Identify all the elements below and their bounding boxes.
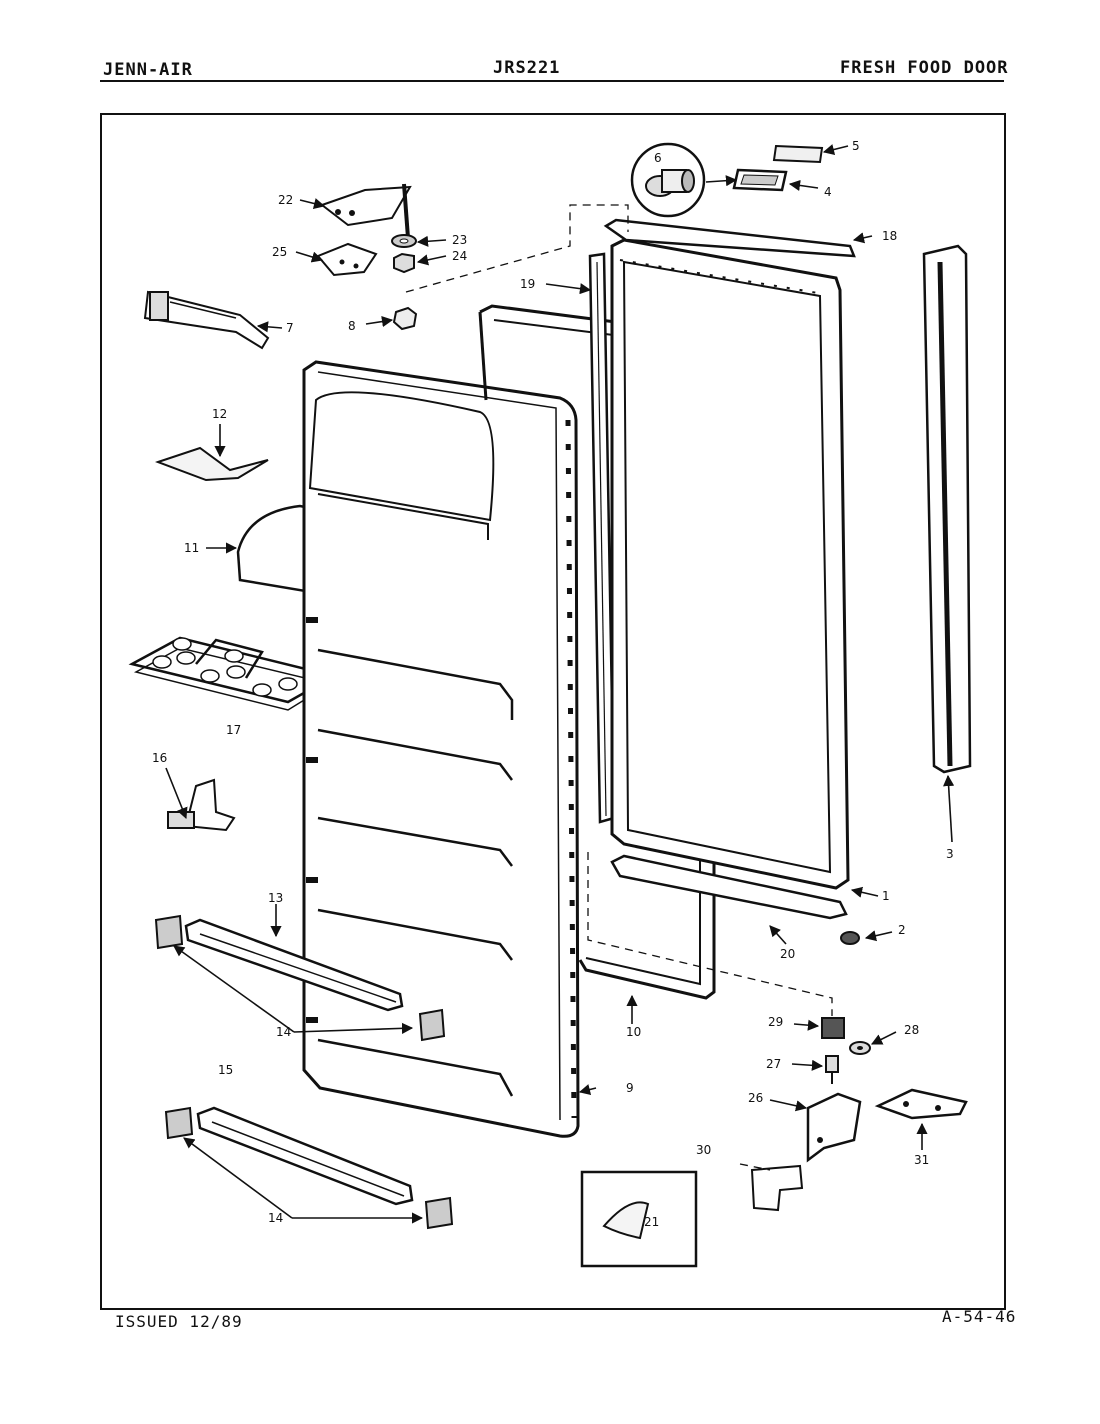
part-2-plug	[840, 931, 860, 945]
part-31-hinge-plate	[874, 1088, 968, 1120]
brand-label: JENN-AIR	[103, 60, 193, 80]
callout-3: 3	[946, 847, 954, 861]
part-16-clip	[167, 778, 236, 832]
part-1-outer-panel	[610, 238, 850, 890]
callout-30: 30	[696, 1143, 711, 1157]
issued-date: ISSUED 12/89	[115, 1312, 243, 1331]
part-8-spacer	[392, 306, 418, 331]
part-6-cartridge	[630, 142, 706, 218]
callout-2: 2	[898, 923, 906, 937]
callout-28: 28	[904, 1023, 919, 1037]
part-9-door-liner	[302, 360, 580, 1138]
callout-16: 16	[152, 751, 167, 765]
part-20-bottom-cap	[610, 854, 848, 920]
callout-22: 22	[278, 193, 293, 207]
callout-1: 1	[882, 889, 890, 903]
part-19-breaker-strip	[588, 252, 616, 824]
callout-numbers: 1 2 3 4 5 6 7 8 9 10 11 12 13 14 14 15 1…	[152, 139, 954, 1229]
part-14-end-caps	[154, 914, 454, 1230]
part-30-bracket	[750, 1164, 804, 1212]
header-rule	[100, 80, 1004, 82]
part-22-hinge	[319, 183, 412, 239]
part-25-plate	[316, 242, 378, 277]
part-26-hinge	[806, 1092, 862, 1163]
part-4-bracket	[732, 168, 788, 192]
callout-12: 12	[212, 407, 227, 421]
part-29-bushing	[821, 1017, 845, 1039]
part-18-top-cap	[603, 218, 856, 258]
part-28-washer	[849, 1041, 871, 1055]
section-title: FRESH FOOD DOOR	[840, 58, 1009, 78]
callout-17: 17	[226, 723, 241, 737]
callout-24: 24	[452, 249, 467, 263]
callout-23: 23	[452, 233, 467, 247]
part-15-door-rail	[196, 1106, 414, 1206]
part-23-washer	[391, 234, 417, 248]
model-label: JRS221	[493, 58, 561, 78]
callout-14a: 14	[276, 1025, 291, 1039]
callout-4: 4	[824, 185, 832, 199]
callout-15: 15	[218, 1063, 233, 1077]
callout-14b: 14	[268, 1211, 283, 1225]
part-3-handle	[922, 244, 972, 774]
callout-21: 21	[644, 1215, 659, 1229]
part-7-door-stop	[143, 290, 270, 350]
callout-5: 5	[852, 139, 860, 153]
callout-20: 20	[780, 947, 795, 961]
callout-10: 10	[626, 1025, 641, 1039]
callout-9: 9	[626, 1081, 634, 1095]
callout-29: 29	[768, 1015, 783, 1029]
assembly-guide-lines	[405, 204, 833, 1171]
callout-8: 8	[348, 319, 356, 333]
diagram-code: A-54-46	[942, 1307, 1017, 1326]
callout-25: 25	[272, 245, 287, 259]
part-5-label	[772, 144, 824, 164]
diagram-frame	[100, 113, 1006, 1310]
part-21-insert-box	[580, 1170, 698, 1268]
callout-6: 6	[654, 151, 662, 165]
part-24-nut	[393, 252, 415, 274]
callout-13: 13	[268, 891, 283, 905]
callout-7: 7	[286, 321, 294, 335]
callout-31: 31	[914, 1153, 929, 1167]
callout-18: 18	[882, 229, 897, 243]
callout-27: 27	[766, 1057, 781, 1071]
callout-26: 26	[748, 1091, 763, 1105]
callout-19: 19	[520, 277, 535, 291]
part-12-bracket	[155, 446, 269, 482]
callout-11: 11	[184, 541, 199, 555]
part-13-door-rail	[184, 918, 404, 1012]
leader-arrows	[165, 144, 955, 1224]
part-27-pin	[825, 1055, 839, 1084]
